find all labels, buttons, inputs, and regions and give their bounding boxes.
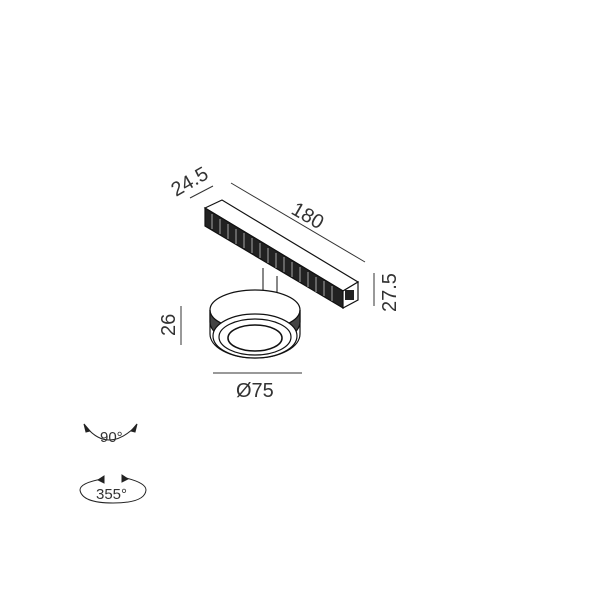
- rail-height-label: 27.5: [379, 273, 401, 312]
- pan-arrow-icon: [79, 474, 147, 504]
- tilt-arrow-icon: [83, 423, 138, 441]
- length-label: 180: [288, 198, 328, 234]
- tilt-angle-label: 90°: [100, 429, 123, 446]
- lamp-head: [209, 289, 301, 359]
- rail-top-face: [203, 199, 360, 292]
- width-label: 24.5: [168, 163, 213, 202]
- lamp-height-label: 26: [158, 314, 180, 336]
- diameter-label: Ø75: [236, 380, 274, 402]
- pan-angle-label: 355°: [96, 486, 127, 503]
- dimension-lines: [180, 182, 375, 374]
- track-rail: [203, 199, 360, 310]
- stem: [262, 268, 278, 293]
